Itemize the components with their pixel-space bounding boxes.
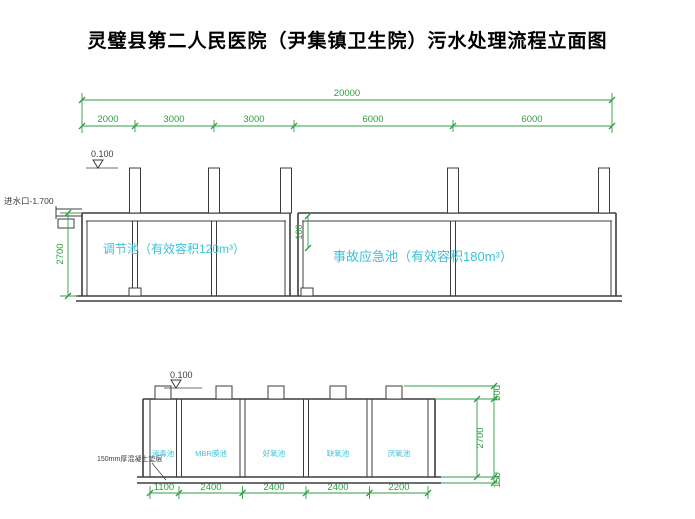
compartment-label: 消毒池	[152, 448, 175, 458]
bottom-dimension-label: 2200	[388, 482, 409, 493]
left-tank-outline	[81, 212, 291, 296]
compartment-label: 缺氧池	[327, 448, 350, 458]
dimension-tick-marks	[78, 122, 616, 130]
elevation-value: 0.100	[170, 370, 193, 380]
total-dimension-label: 20000	[334, 88, 360, 99]
inlet-fitting	[57, 218, 75, 229]
joint-dimension-label: 100	[294, 224, 304, 239]
dimension-line	[81, 93, 613, 133]
access-hatch	[267, 385, 285, 400]
inlet-pipe	[55, 206, 82, 219]
bottom-dimension-label: 2400	[327, 482, 348, 493]
compartment-labels: 消毒池 MBR膜池 好氧池 缺氧池 厌氧池	[152, 448, 411, 458]
vent-pipe	[598, 167, 610, 214]
inlet: 进水口-1.700	[4, 196, 82, 229]
bottom-dimension-line: 1100 2400 2400 2400 2200	[146, 482, 432, 499]
dimension-line	[149, 486, 429, 499]
compartment-label: MBR膜池	[195, 448, 227, 458]
segment-dimension-label: 6000	[362, 114, 383, 125]
bottom-dimension-label: 2400	[263, 482, 284, 493]
dimension-tick-marks	[78, 96, 616, 104]
dimension-tick-marks	[473, 382, 498, 487]
regulating-tank-label: 调节池（有效容积120m³）	[103, 241, 245, 256]
access-hatch	[385, 385, 403, 400]
dimension-line	[60, 212, 82, 297]
drawing-title: 灵璧县第二人民医院（尹集镇卫生院）污水处理流程立面图	[87, 31, 608, 52]
elevation-mark-lower: 0.100	[164, 370, 202, 389]
base-slab	[137, 476, 441, 484]
bottom-dimension-label: 2400	[200, 482, 221, 493]
right-dimension-lines: 500 2700 150	[404, 382, 503, 488]
right-dimension-label: 2700	[475, 427, 486, 448]
tank-outline	[142, 398, 436, 477]
compartment-label: 好氧池	[263, 448, 286, 458]
sump-pit	[300, 287, 314, 297]
segment-dimension-line: 2000 3000 3000 6000 6000	[78, 114, 616, 132]
elevation-triangle-icon	[170, 379, 182, 389]
leader-line	[151, 462, 167, 481]
upper-elevation-view: 20000 2000 3000 3000 6000 6000 0.100 进水口…	[4, 88, 622, 302]
lower-tank-structure	[137, 385, 441, 484]
bottom-dimension-label: 1100	[154, 482, 174, 493]
emergency-tank-label: 事故应急池（有效容积180m³）	[333, 249, 513, 264]
base-slab	[76, 295, 622, 302]
vent-pipe	[208, 167, 220, 214]
joint-dimension: 100	[294, 212, 312, 252]
sump-pit	[128, 287, 142, 297]
dimension-tick-marks	[64, 209, 72, 300]
foundation-note: 150mm厚混凝土垫层	[97, 454, 162, 463]
elevation-mark-upper: 0.100	[86, 149, 118, 169]
compartment-walls	[149, 399, 429, 477]
upper-tank-structure	[76, 167, 622, 302]
height-dimension: 2700	[55, 209, 82, 300]
inlet-label: 进水口-1.700	[4, 196, 54, 206]
dimension-tick-marks	[146, 489, 432, 497]
elevation-triangle-icon	[92, 159, 104, 169]
right-dimension-label: 500	[492, 385, 503, 401]
access-hatch	[329, 385, 347, 400]
height-dimension-label: 2700	[55, 243, 66, 264]
segment-dimension-label: 6000	[521, 114, 542, 125]
vent-pipe	[447, 167, 459, 214]
vent-pipe	[129, 167, 141, 214]
vent-pipe	[280, 167, 292, 214]
foundation-note-group: 150mm厚混凝土垫层	[97, 454, 167, 481]
compartment-label: 厌氧池	[388, 448, 411, 458]
dimension-tick-marks	[304, 212, 312, 252]
segment-dimension-label: 2000	[97, 114, 118, 125]
left-tank-walls	[86, 220, 286, 296]
segment-dimension-label: 3000	[163, 114, 184, 125]
segment-dimension-label: 3000	[243, 114, 264, 125]
elevation-value: 0.100	[91, 149, 114, 159]
access-hatch	[215, 385, 233, 400]
access-hatch	[154, 385, 172, 400]
right-dimension-label: 150	[492, 472, 503, 488]
right-tank-walls	[302, 220, 612, 296]
upper-tank-labels: 调节池（有效容积120m³） 事故应急池（有效容积180m³）	[103, 241, 513, 264]
dimension-line	[404, 385, 500, 484]
lower-elevation-view: 0.100 150mm厚混凝土垫层 消毒池 MBR膜池 好氧池 缺氧池 厌氧池	[97, 370, 503, 499]
